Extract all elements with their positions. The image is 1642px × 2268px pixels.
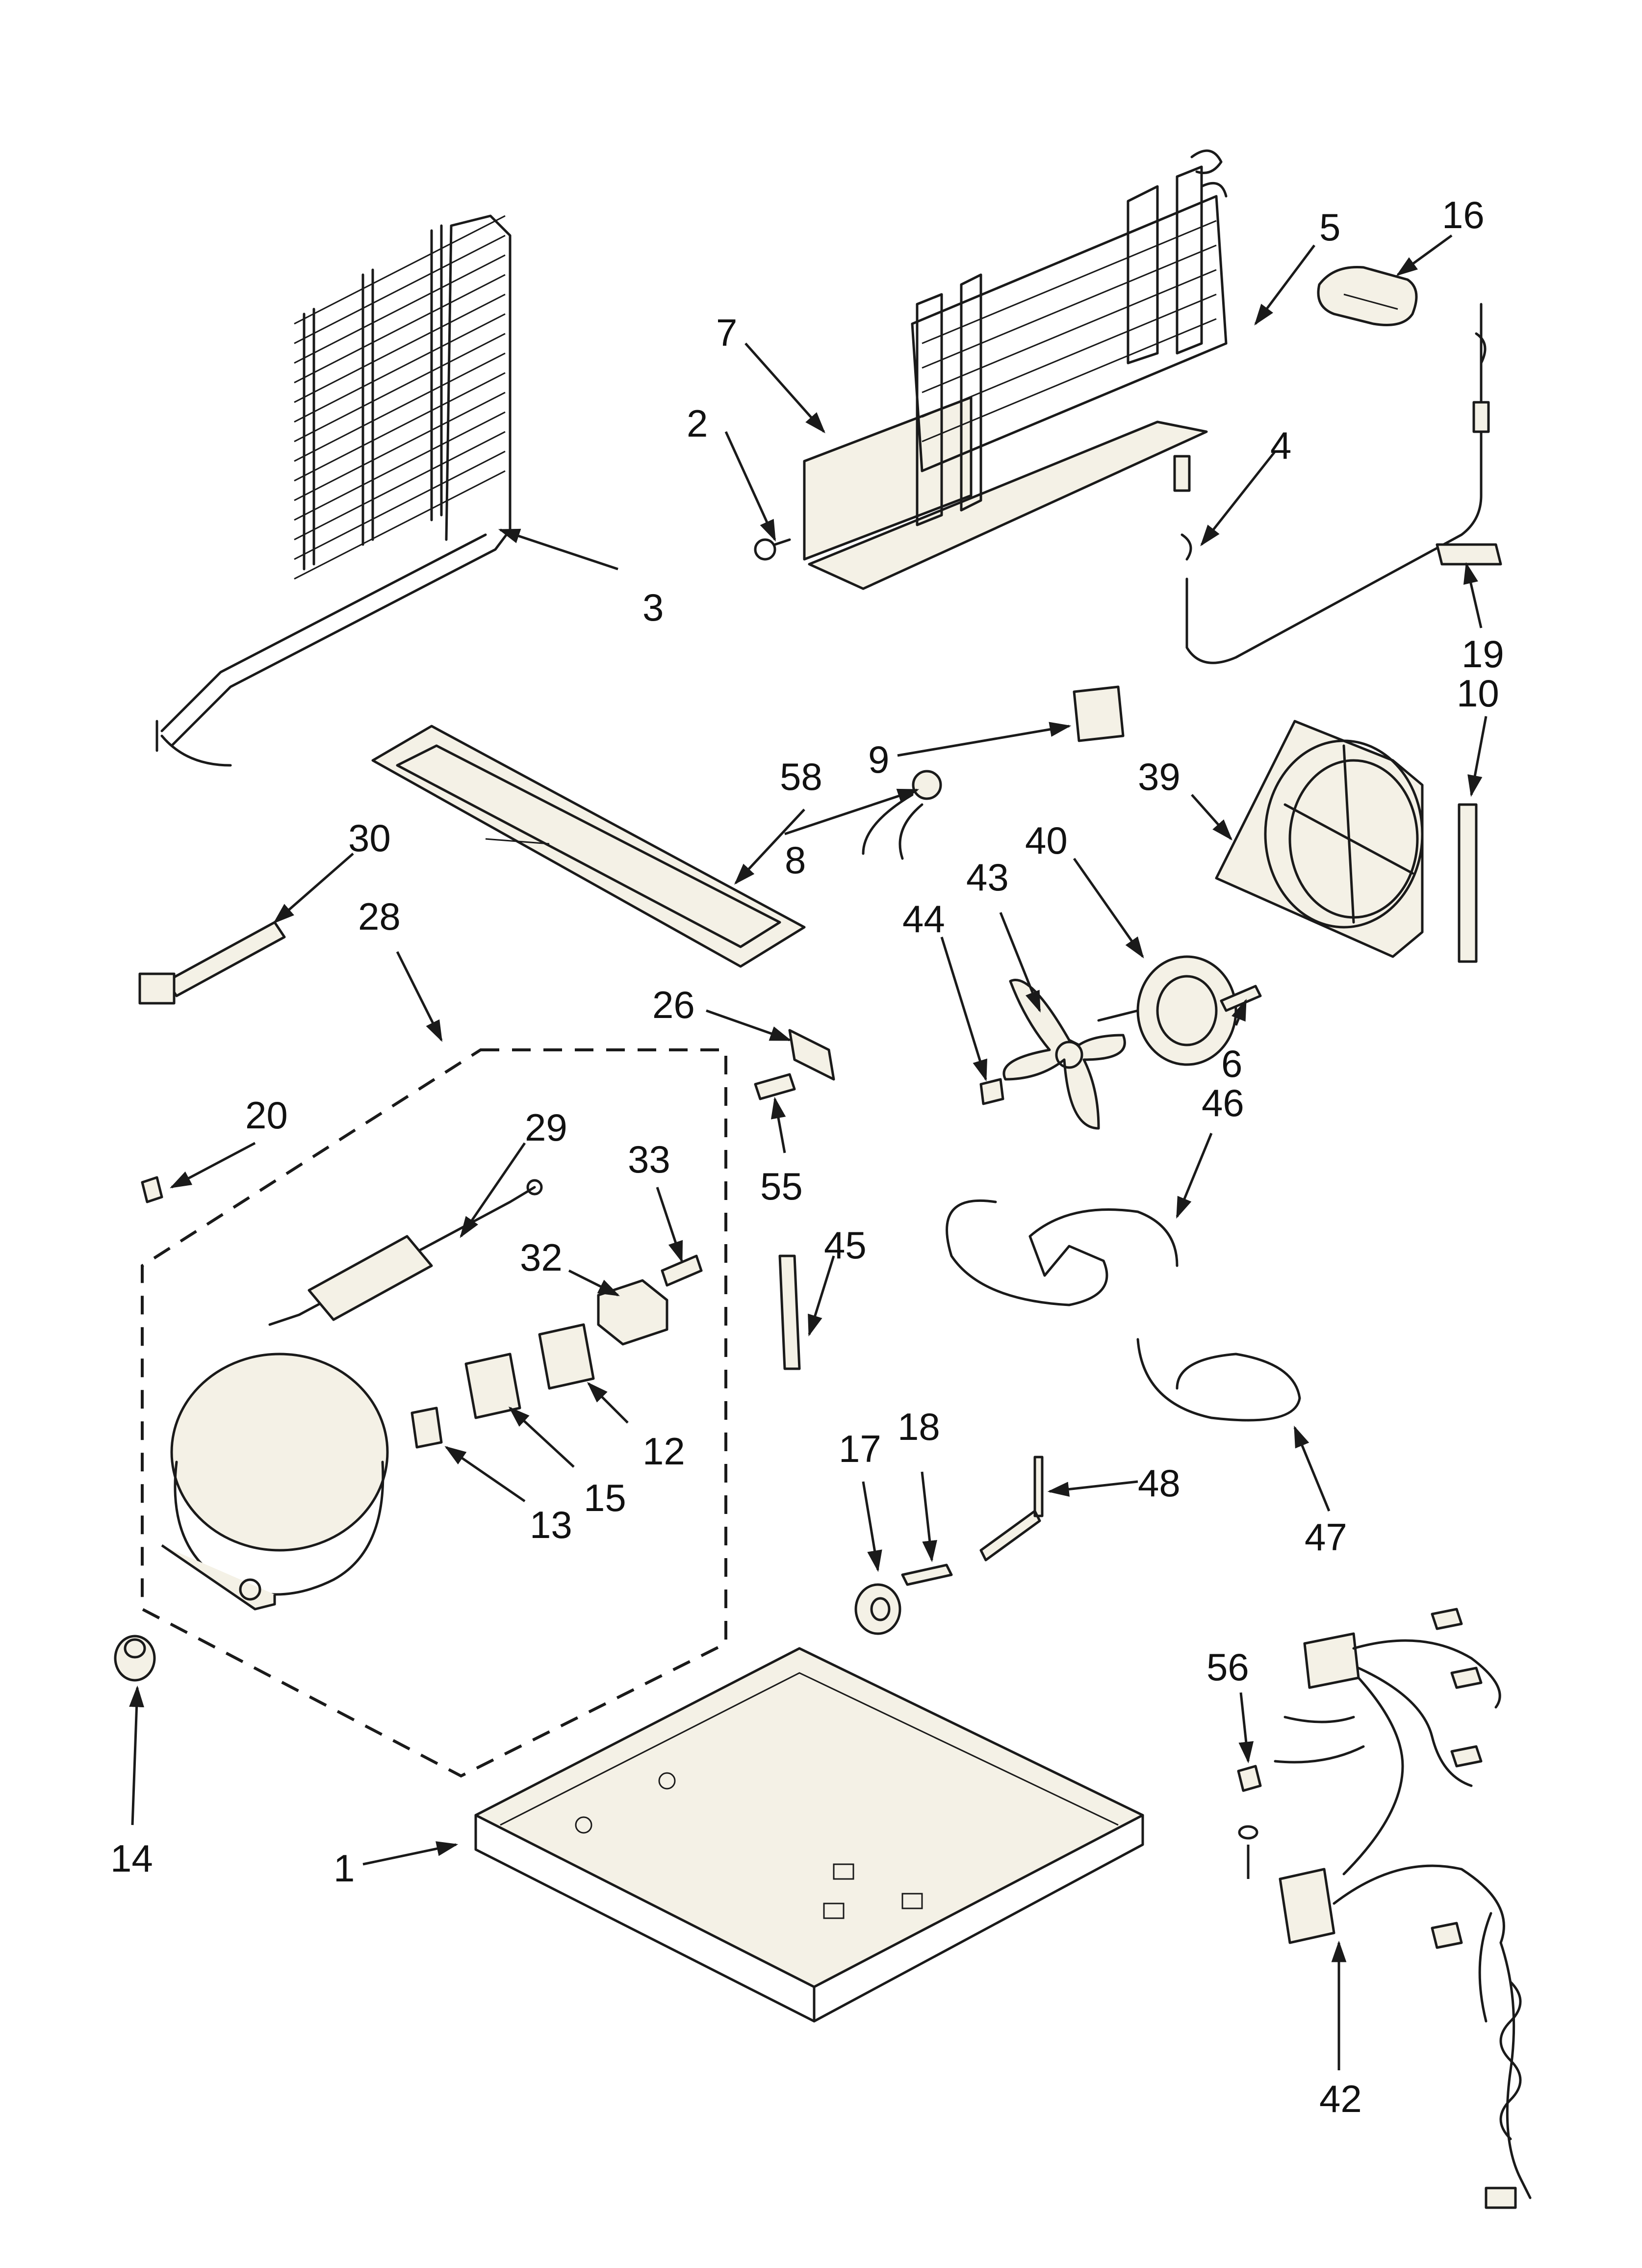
drain-tube-part-46 (946, 1199, 1179, 1306)
bracket-part (1073, 685, 1125, 742)
callout-15: 15 (584, 1476, 626, 1519)
fan-motor-part (1097, 955, 1237, 1066)
callout-19: 19 (1462, 632, 1504, 676)
callout-6: 6 (1221, 1042, 1242, 1085)
overload-part-12 (538, 1323, 595, 1390)
callout-47: 47 (1305, 1515, 1347, 1559)
callout-42: 42 (1319, 2077, 1362, 2120)
cap-part (1317, 265, 1418, 326)
callout-20: 20 (245, 1094, 288, 1137)
terminal-part-13 (410, 1407, 443, 1449)
callout-26: 26 (652, 983, 695, 1026)
callout-13: 13 (530, 1503, 572, 1546)
evaporator-part (754, 149, 1228, 590)
callout-5: 5 (1319, 206, 1340, 249)
clip-part (1436, 543, 1502, 566)
tube-part-45 (778, 1254, 801, 1370)
fan-shroud-part (1215, 720, 1424, 958)
callout-4: 4 (1270, 424, 1291, 467)
callout-1: 1 (334, 1847, 355, 1890)
wiring-harness-part (1274, 1608, 1532, 2209)
compressor-part (161, 1353, 389, 1611)
callout-18: 18 (898, 1405, 940, 1448)
callout-32: 32 (520, 1236, 563, 1279)
washer-part-56 (1238, 1825, 1258, 1840)
leader-lines (129, 234, 1488, 2070)
callout-43: 43 (966, 856, 1009, 899)
callout-17: 17 (839, 1427, 881, 1470)
callout-12: 12 (642, 1430, 685, 1473)
callout-33: 33 (628, 1138, 670, 1181)
callout-46: 46 (1202, 1081, 1244, 1124)
drain-hose-part-47 (1136, 1338, 1301, 1422)
callout-45: 45 (824, 1224, 867, 1267)
condenser-coil-part (155, 214, 512, 767)
callout-58: 58 (780, 755, 822, 798)
screw-part-33 (661, 1254, 703, 1287)
fan-blade-part (1002, 979, 1126, 1130)
callout-2: 2 (687, 402, 708, 445)
callout-39: 39 (1138, 755, 1180, 798)
roller-part-17 (854, 1583, 901, 1635)
callout-14: 14 (110, 1837, 153, 1880)
callout-55: 55 (760, 1165, 803, 1208)
callout-40: 40 (1025, 819, 1068, 862)
callout-8: 8 (785, 838, 806, 882)
callout-29: 29 (525, 1106, 567, 1149)
axle-pin-part-18 (901, 1564, 953, 1586)
screw-part-20 (141, 1176, 163, 1203)
relay-cover-part-32 (597, 1279, 668, 1346)
callout-48: 48 (1138, 1461, 1180, 1505)
callout-44: 44 (902, 897, 945, 940)
screw-part-6 (1220, 985, 1262, 1012)
grommet-part (114, 1635, 156, 1682)
bracket-part-26 (788, 1029, 835, 1081)
callout-16: 16 (1442, 193, 1485, 236)
strip-part (1458, 803, 1478, 963)
pin-part-48 (979, 1456, 1044, 1562)
thermostat-part (862, 770, 942, 860)
callout-9: 9 (868, 738, 889, 781)
washer-part-44 (979, 1078, 1004, 1105)
callout-7: 7 (716, 311, 737, 354)
callout-28: 28 (358, 895, 401, 938)
callout-30: 30 (348, 816, 391, 860)
callout-10: 10 (1457, 672, 1499, 715)
drier-part (268, 1179, 543, 1326)
base-frame-part (474, 1647, 1144, 2023)
callout-56: 56 (1206, 1645, 1249, 1689)
sensor-wire-part (1173, 303, 1490, 664)
screw-part-55 (754, 1073, 796, 1100)
cable-tie-part (138, 921, 286, 1005)
callout-3: 3 (642, 586, 664, 629)
screw-part-56 (1237, 1765, 1262, 1792)
drain-pan-part (371, 725, 806, 968)
kit-outline-28 (141, 1048, 727, 1778)
callout-labels: 3 2 7 5 16 4 19 10 9 39 58 8 40 43 44 6 … (110, 193, 1504, 2120)
